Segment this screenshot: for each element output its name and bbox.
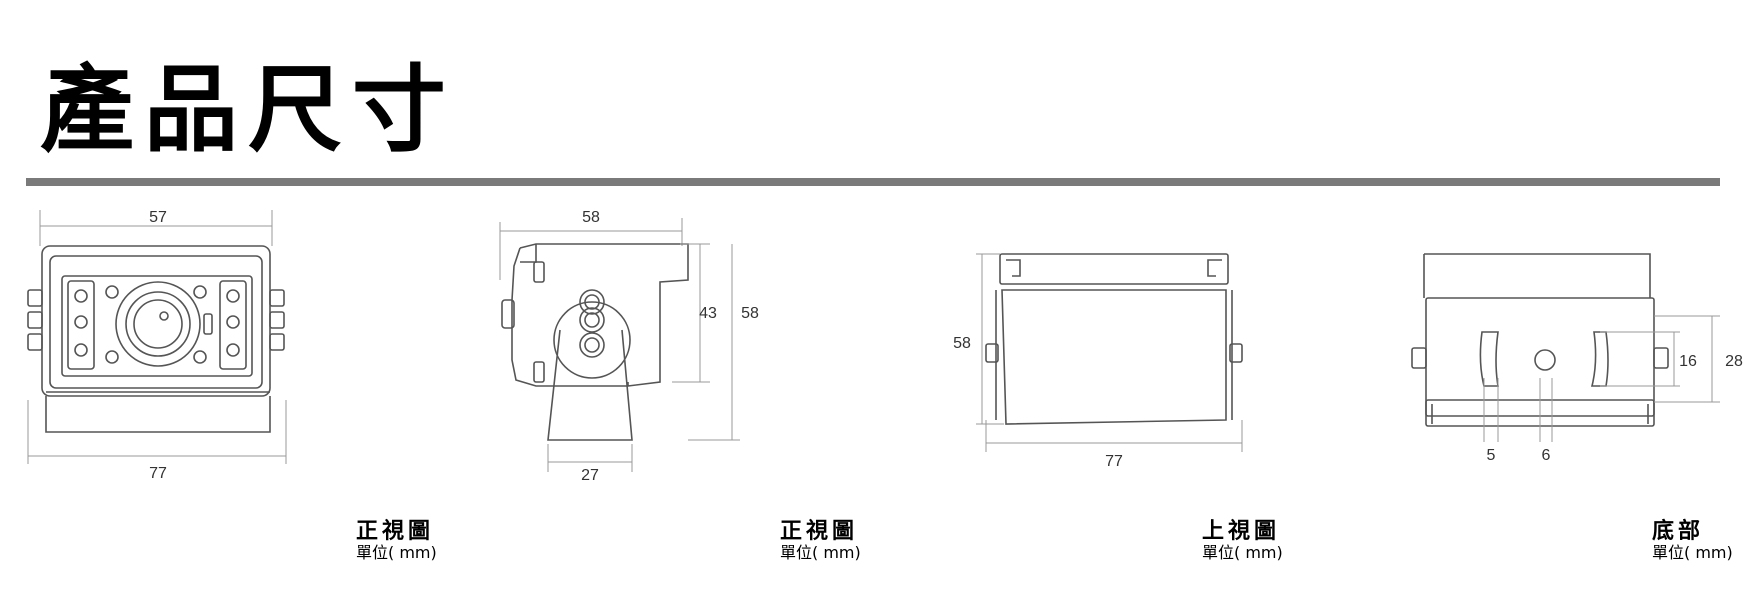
front-view-dim-top: 57 (149, 209, 167, 226)
front-view-drawing (27, 210, 287, 464)
bottom-view-drawing (1411, 253, 1720, 442)
bottom-view-dim-bottom-right: 6 (1542, 447, 1551, 464)
side-view-dim-bottom: 27 (581, 467, 599, 484)
front-view-caption: 正視圖 單位( mm) (356, 520, 437, 562)
side-view-caption: 正視圖 單位( mm) (780, 520, 861, 562)
side-view-caption-unit: 單位( mm) (780, 543, 861, 562)
front-view-caption-name: 正視圖 (356, 519, 435, 544)
top-view-caption-unit: 單位( mm) (1202, 543, 1283, 562)
side-view-drawing (499, 218, 740, 472)
bottom-view-dim-right-outer: 28 (1725, 353, 1743, 370)
top-view-caption: 上視圖 單位( mm) (1202, 520, 1283, 562)
bottom-view-caption-unit: 單位( mm) (1652, 543, 1733, 562)
page-title: 產品尺寸 (40, 56, 457, 165)
side-view-dim-right-outer: 58 (741, 305, 759, 322)
top-view-caption-name: 上視圖 (1202, 519, 1281, 544)
top-view-dim-bottom: 77 (1105, 453, 1123, 470)
front-view-caption-unit: 單位( mm) (356, 543, 437, 562)
bottom-view-dim-bottom-left: 5 (1487, 447, 1496, 464)
top-view-drawing (976, 253, 1243, 452)
top-view-dim-left: 58 (953, 335, 971, 352)
side-view-caption-name: 正視圖 (780, 519, 859, 544)
title-divider (26, 178, 1720, 186)
bottom-view-caption-name: 底部 (1652, 519, 1705, 544)
side-view-dim-right-inner: 43 (699, 305, 717, 322)
front-view-dim-bottom: 77 (149, 465, 167, 482)
bottom-view-dim-right-inner: 16 (1679, 353, 1697, 370)
bottom-view-caption: 底部 單位( mm) (1652, 520, 1733, 562)
side-view-dim-top: 58 (582, 209, 600, 226)
